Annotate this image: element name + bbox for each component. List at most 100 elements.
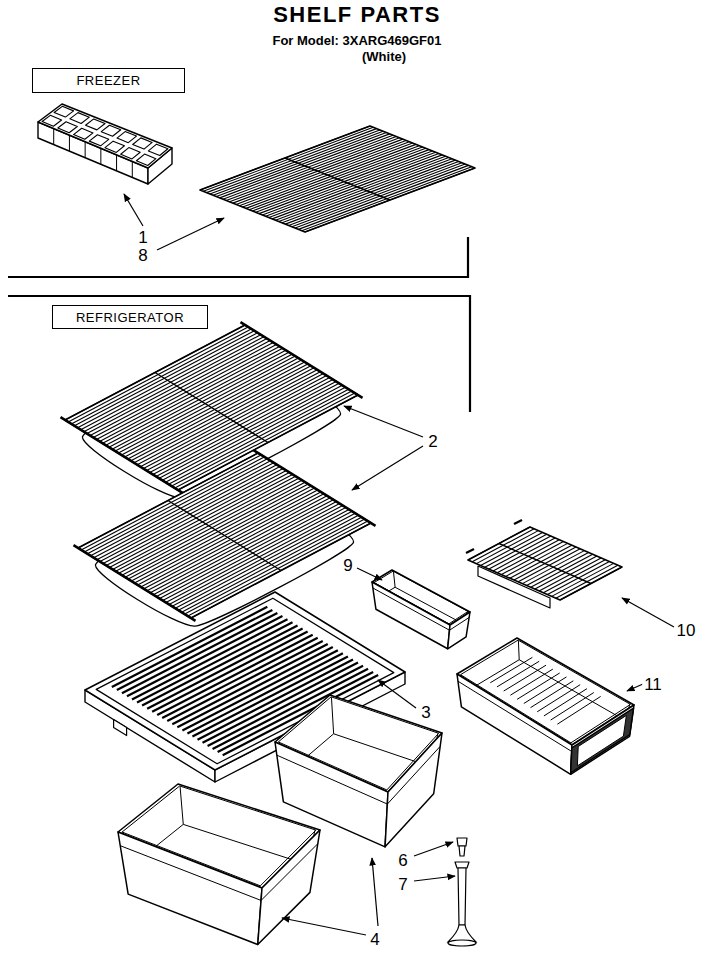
shelf-wire	[119, 478, 299, 573]
leader-line	[357, 568, 382, 580]
refrigerator-shelf	[60, 322, 362, 498]
bin-lip	[261, 844, 318, 901]
tray-cell	[136, 154, 155, 165]
shelf-wire	[141, 492, 321, 587]
tray-rib	[100, 148, 101, 164]
crisper-drawer	[118, 784, 320, 945]
shelf-wire	[103, 348, 283, 443]
tray-cell	[42, 115, 61, 126]
pan-rib	[490, 657, 532, 682]
shelf-wire	[135, 488, 315, 583]
callout-number: 4	[368, 930, 381, 949]
inner-edge	[180, 786, 183, 824]
bin-lip	[373, 588, 450, 630]
leader-line	[622, 598, 674, 627]
bin-lip	[458, 681, 572, 751]
glide-parts	[448, 838, 476, 946]
leader-line	[124, 194, 143, 226]
shelf-wire	[115, 356, 295, 451]
roller-foot	[448, 940, 476, 946]
tray-cell	[54, 106, 73, 117]
leader-line	[414, 876, 455, 881]
bin-lip	[449, 617, 469, 630]
bin-lip	[387, 746, 440, 804]
snack-shelf	[466, 520, 622, 608]
pan-rib	[497, 661, 539, 687]
shelf-wire	[282, 159, 452, 223]
shelf-outline	[78, 453, 371, 618]
shelf-bracket	[478, 566, 550, 608]
tray-rib	[132, 161, 133, 177]
shelf-wire	[125, 482, 305, 577]
pan-rib	[537, 685, 580, 712]
freezer-divider	[8, 237, 468, 277]
roller-top	[455, 862, 469, 868]
shelf-wire	[122, 480, 302, 575]
shelf-wire	[112, 354, 292, 449]
tray-cell	[58, 122, 77, 133]
pan-rib	[551, 693, 594, 721]
bin-side-face	[385, 733, 442, 847]
shelf-wire	[118, 358, 298, 453]
leader-line	[282, 918, 366, 935]
shelf-wire	[128, 484, 308, 579]
shelf-rail	[240, 322, 362, 398]
shelf-rail	[73, 545, 195, 621]
shelf-wire	[128, 364, 308, 459]
section-box: FREEZER	[32, 68, 185, 93]
tray-cell	[74, 128, 93, 139]
pan-rib	[531, 681, 574, 708]
shelf-wire	[144, 494, 324, 589]
meat-pan	[457, 638, 634, 774]
shelf-wire	[137, 370, 317, 465]
shelf-rail	[60, 417, 182, 493]
bin-rim	[374, 571, 468, 624]
tray-cell	[121, 148, 140, 159]
shelf-wire	[109, 352, 289, 447]
shelf-rail	[253, 450, 375, 526]
tray-rib	[85, 142, 86, 158]
cross-wire	[499, 544, 591, 584]
tray-cell	[70, 113, 89, 124]
pan-rib	[524, 677, 567, 704]
tray-cell	[148, 144, 167, 155]
bin-lip	[277, 755, 388, 804]
shelf-outline	[468, 527, 622, 600]
model-label: For Model: 3XARG469GF01	[270, 33, 443, 48]
shelf-wire	[153, 500, 333, 595]
bin-lip	[120, 846, 261, 901]
callout-number: 11	[642, 675, 664, 694]
leader-line	[157, 218, 224, 250]
callout-number: 3	[419, 703, 432, 722]
bin-side-face	[258, 830, 320, 945]
cross-wire	[285, 158, 390, 200]
bin-front-face	[457, 674, 572, 774]
callout-number: 1	[136, 228, 149, 247]
freezer-shelf	[200, 126, 475, 232]
bin-front-face	[118, 832, 262, 945]
callout-number: 7	[396, 875, 409, 894]
refrigerator-shelf	[73, 450, 375, 626]
title: SHELF PARTS	[271, 3, 443, 27]
section-box: REFRIGERATOR	[52, 305, 208, 329]
leader-line	[378, 680, 416, 708]
shelf-wire	[140, 372, 320, 467]
tray-cell	[101, 125, 120, 136]
leader-line	[414, 842, 453, 856]
leader-line	[627, 684, 643, 691]
shelf-wire	[279, 158, 449, 222]
cross-wire	[155, 373, 268, 443]
inner-edge	[518, 641, 520, 660]
bin-rim	[122, 786, 316, 886]
section-label: FREEZER	[76, 73, 140, 88]
tray-cell	[117, 132, 136, 143]
ice-tray	[38, 104, 172, 184]
callout-number: 6	[396, 851, 409, 870]
pan-bezel-inner	[577, 715, 626, 765]
pan-rib	[544, 689, 587, 716]
shelf-wire	[116, 476, 296, 571]
shelf-wire	[131, 486, 311, 581]
inner-edge	[331, 697, 333, 734]
